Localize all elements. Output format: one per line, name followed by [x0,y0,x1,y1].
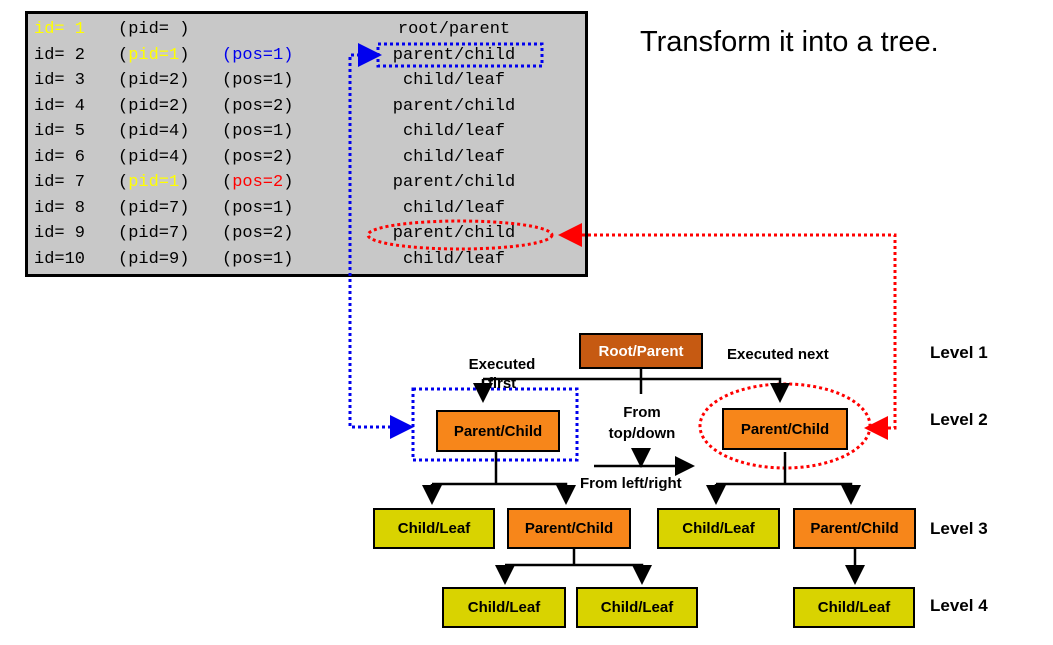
row-id: id=10 [34,249,86,269]
level-4-label: Level 4 [930,596,988,615]
row-pid: (pid=4) [118,147,190,167]
row-id: id= 6 [34,147,86,167]
row-pos: (pos=1) [222,122,294,141]
row-pid: (pid=2) [118,71,190,90]
row-name: child/leaf [402,122,506,141]
row-id: id= 1 [34,20,86,39]
level-3-label: Level 3 [930,519,988,538]
left-right-label: From left/right [580,475,682,492]
row-name: child/leaf [402,71,506,90]
child-leaf-node: Child/Leaf [793,587,915,628]
child-leaf-node: Child/Leaf [373,508,495,549]
highlight-ellipse-red [366,219,554,251]
table-row: id= 5 (pid=4) (pos=1) child/leaf [34,119,584,145]
root-parent-node: Root/Parent [579,333,703,369]
blue-connector [348,53,414,439]
child-leaf-node: Child/Leaf [576,587,698,628]
table-row: id= 1 (pid= ) root/parent [34,17,584,43]
row-id: id= 5 [34,122,86,141]
row-pos: (pos=1) [222,198,294,218]
executed-first-box [411,387,579,462]
row-pos: (pos=2) [222,173,294,192]
highlight-box-blue [376,42,544,68]
row-id: id= 3 [34,71,86,90]
slide-title: Transform it into a tree. [640,26,939,58]
executed-first-label: Executed first [468,356,536,392]
row-id: id= 2 [34,45,86,65]
hierarchy-table: id= 1 (pid= ) root/parent id= 2 (pid=1) … [25,11,588,277]
row-pos: (pos=2) [222,224,294,243]
child-leaf-node: Child/Leaf [442,587,566,628]
table-row: id= 7 (pid=1) (pos=2) parent/child [34,170,584,196]
table-row: id= 9 (pid=7) (pos=2) parent/child [34,221,584,247]
parent-child-node-level3-left: Parent/Child [507,508,631,549]
table-row: id= 2 (pid=1) (pos=1) parent/child [34,43,584,69]
row-pid: (pid=9) [118,249,190,269]
row-pid: (pid=4) [118,122,190,141]
row-pos: (pos=1) [222,45,294,65]
row-pos: (pos=1) [222,249,294,269]
row-pos: (pos=2) [222,96,294,116]
row-name: parent/child [392,45,516,65]
parent-child-node-level3-right: Parent/Child [793,508,916,549]
executed-next-label: Executed next [727,346,829,363]
table-row: id= 8 (pid=7) (pos=1) child/leaf [34,196,584,222]
table-row: id= 4 (pid=2) (pos=2) parent/child [34,94,584,120]
table-row: id= 3 (pid=2) (pos=1) child/leaf [34,68,584,94]
row-id: id= 9 [34,224,86,243]
row-pid: (pid=1) [118,173,190,192]
row-pid: (pid=7) [118,224,190,243]
row-pid: (pid=2) [118,96,190,116]
row-id: id= 8 [34,198,86,218]
row-id: id= 4 [34,96,86,116]
child-leaf-node: Child/Leaf [657,508,780,549]
row-pos: (pos=1) [222,71,294,90]
row-pid: (pid=7) [118,198,190,218]
red-connector [570,233,897,440]
row-name: root/parent [397,20,511,39]
top-down-label: From top/down [608,404,676,442]
table-row: id=10 (pid=9) (pos=1) child/leaf [34,247,584,273]
row-name: parent/child [392,224,516,243]
level-1-label: Level 1 [930,343,988,362]
row-pid: (pid= ) [118,20,190,39]
parent-child-node-level2-right: Parent/Child [722,408,848,450]
table-row: id= 6 (pid=4) (pos=2) child/leaf [34,145,584,171]
row-name: child/leaf [402,147,506,167]
row-name: child/leaf [402,249,506,269]
row-name: child/leaf [402,198,506,218]
row-name: parent/child [392,96,516,116]
parent-child-node-level2-left: Parent/Child [436,410,560,452]
level-2-label: Level 2 [930,410,988,429]
row-name: parent/child [392,173,516,192]
row-pos: (pos=2) [222,147,294,167]
row-pid: (pid=1) [118,45,190,65]
row-id: id= 7 [34,173,86,192]
